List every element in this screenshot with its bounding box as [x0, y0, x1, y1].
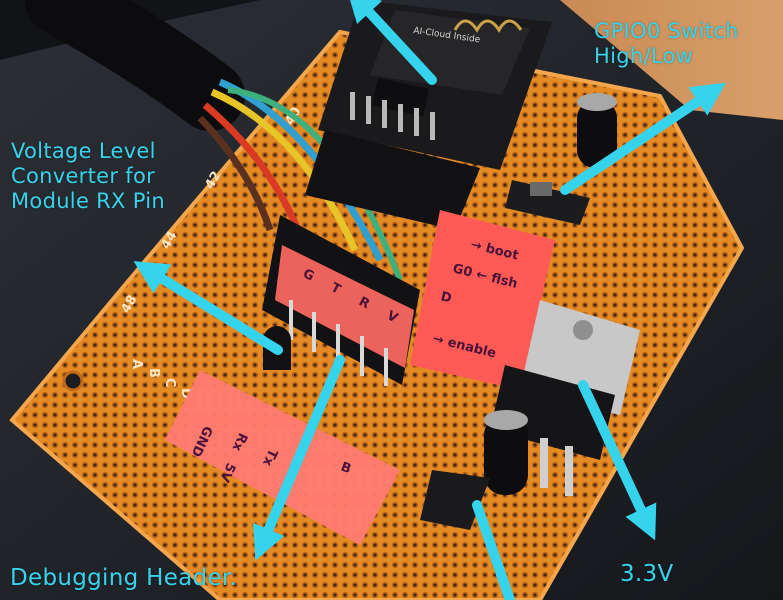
row-letter-b: B — [146, 368, 161, 378]
wooden-table — [560, 0, 783, 120]
capacitor-bottom — [484, 410, 528, 495]
debug-note: GND Rx Tx 5V B — [165, 370, 400, 545]
mounting-hole — [62, 370, 84, 392]
row-letter-d: D — [178, 388, 193, 399]
arrow-gpio-switch — [560, 82, 727, 195]
debug-note-rx: Rx — [228, 430, 250, 454]
pin-header: G T R V — [262, 215, 420, 386]
row-letter-c: C — [162, 378, 177, 388]
capacitor-top — [577, 93, 617, 168]
header-pins — [289, 300, 388, 386]
debug-header-label: Debugging Header. — [10, 565, 238, 591]
voltage-converter-label: Voltage Level Converter for Module RX Pi… — [11, 139, 165, 213]
power-connector — [420, 470, 490, 530]
debug-note-5v: 5V — [216, 460, 238, 484]
debug-note-tx: Tx — [259, 446, 280, 469]
slide-switch — [505, 180, 590, 225]
arrow-debug-header — [252, 355, 345, 561]
boot-note-line-3: D — [439, 289, 453, 306]
esp8266-module: AI-Cloud Inside — [305, 0, 552, 230]
gpio-switch-label: GPIO0 Switch High/Low — [594, 19, 739, 68]
annotation-arrows — [133, 0, 727, 600]
header-note — [275, 245, 414, 368]
arrow-power — [472, 500, 515, 600]
arrow-regulator — [578, 380, 657, 541]
antenna-trace — [453, 19, 523, 33]
boot-note: → boot G0 ← flsh D → enable — [410, 210, 555, 390]
row-letter-a: A — [129, 359, 144, 369]
module-socket — [305, 130, 480, 230]
module-pins — [350, 92, 435, 140]
debug-note-b: B — [339, 460, 353, 477]
regulator-label: 3.3V — [620, 561, 674, 587]
switch-knob — [530, 182, 552, 196]
regulator-tab-hole — [573, 320, 593, 340]
arrow-to-module — [346, 0, 437, 85]
arrow-voltage-converter — [133, 261, 283, 355]
